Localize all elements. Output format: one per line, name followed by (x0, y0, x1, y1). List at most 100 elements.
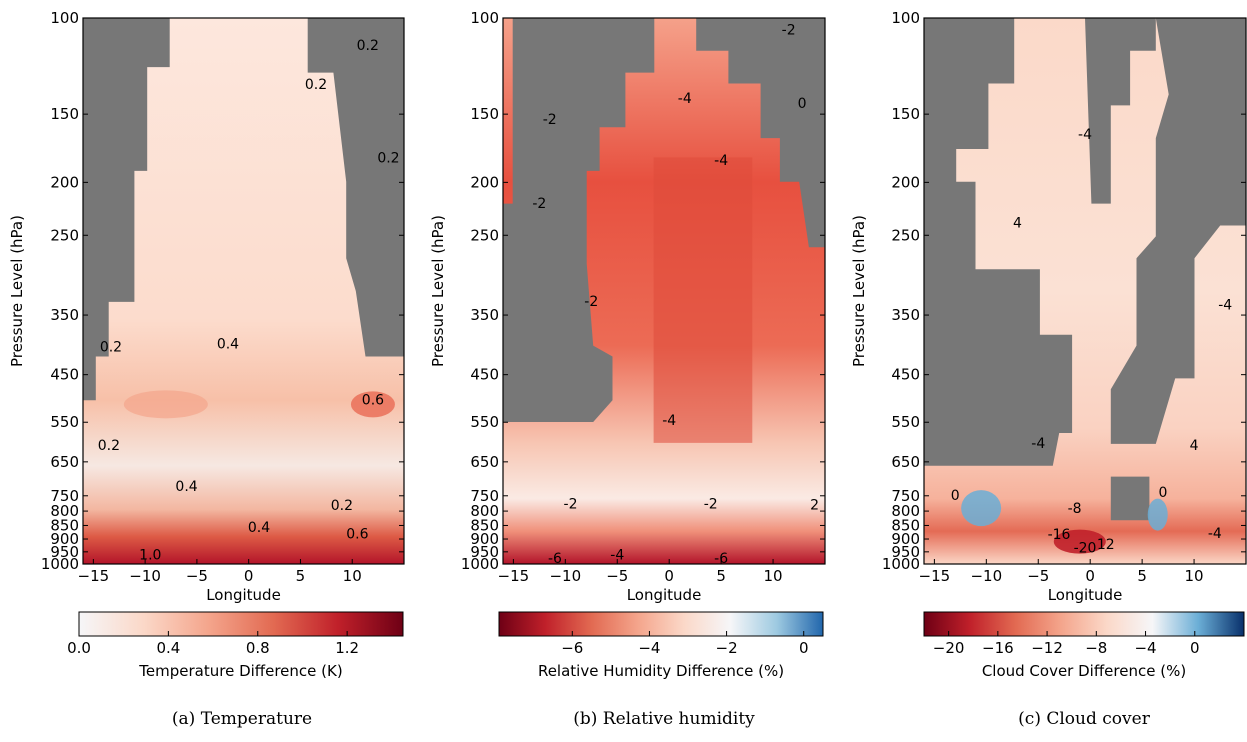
contour-label: -4 (610, 547, 624, 563)
y-tick-label: 100 (891, 9, 920, 27)
panel-caption: (a) Temperature (172, 709, 312, 729)
contour-label: 4 (1190, 438, 1199, 454)
contour-label: 2 (810, 497, 819, 513)
masked-region (503, 18, 655, 422)
masked-region (924, 18, 1073, 466)
contour-label: 1.0 (139, 547, 161, 563)
contour-label: -6 (548, 551, 562, 567)
contour-label: -2 (543, 112, 557, 128)
contour-label: 0.2 (331, 498, 353, 514)
colorbar-tick-label: −4 (638, 639, 660, 657)
plot-frame (502, 17, 826, 565)
contour-label: 0.2 (377, 150, 399, 166)
y-tick-label: 450 (891, 366, 920, 384)
colorbar-tick-label: −6 (561, 639, 583, 657)
contour-label: -2 (782, 23, 796, 39)
y-axis-label: Pressure Level (hPa) (429, 215, 447, 367)
colorbar (78, 611, 404, 637)
masked-region (1110, 476, 1150, 521)
contour-label: -2 (532, 196, 546, 212)
contour-label: -2 (584, 294, 598, 310)
colorbar-tick-label: −16 (982, 639, 1014, 657)
contour-label: -4 (714, 153, 728, 169)
x-axis-label: Longitude (206, 586, 281, 604)
y-tick-label: 100 (50, 9, 79, 27)
y-tick-label: 800 (470, 502, 499, 520)
contour-label: 0 (951, 488, 960, 504)
contour-label: 0.2 (305, 77, 327, 93)
y-tick-label: 200 (470, 173, 499, 191)
positive-anomaly-blob (961, 490, 1002, 527)
y-tick-label: 350 (50, 306, 79, 324)
contour-label: -4 (662, 413, 676, 429)
x-tick-label: −5 (1027, 567, 1049, 585)
y-tick-label: 450 (50, 366, 79, 384)
contour-label: -8 (1068, 501, 1082, 517)
y-tick-label: 800 (50, 502, 79, 520)
y-tick-label: 850 (50, 516, 79, 534)
contour-label: -16 (1048, 527, 1071, 543)
contour-label: 4 (1013, 216, 1022, 232)
y-tick-label: 1000 (41, 555, 79, 573)
colorbar (923, 611, 1245, 637)
plot-frame (923, 17, 1247, 565)
x-tick-label: −5 (606, 567, 628, 585)
x-tick-label: −5 (186, 567, 208, 585)
colorbar-tick-label: −2 (716, 639, 738, 657)
contour-label: -4 (1208, 526, 1222, 542)
x-tick-label: −10 (970, 567, 1002, 585)
y-tick-label: 200 (50, 173, 79, 191)
y-tick-label: 1000 (882, 555, 920, 573)
contour-label: 0.2 (100, 340, 122, 356)
y-tick-label: 900 (50, 530, 79, 548)
masked-region (1110, 18, 1246, 444)
y-tick-label: 950 (891, 543, 920, 561)
contour-label: 0 (1158, 485, 1167, 501)
colorbar (498, 611, 824, 637)
y-tick-label: 800 (891, 502, 920, 520)
y-tick-label: 550 (470, 413, 499, 431)
colorbar-label: Cloud Cover Difference (%) (982, 662, 1186, 680)
y-tick-label: 950 (50, 543, 79, 561)
colorbar-tick-label: 0.0 (67, 639, 91, 657)
x-tick-label: −15 (498, 567, 530, 585)
y-tick-label: 150 (50, 105, 79, 123)
panel-caption: (b) Relative humidity (573, 709, 755, 729)
contour-label: 0.4 (175, 479, 197, 495)
plot-frame (82, 17, 405, 565)
y-tick-label: 850 (470, 516, 499, 534)
colorbar-tick-label: 0.8 (246, 639, 270, 657)
contour-label: -4 (1031, 436, 1045, 452)
contour-label: 0.6 (362, 393, 384, 409)
colorbar-tick-label: 0.4 (156, 639, 180, 657)
contour-label: -6 (714, 551, 728, 567)
y-tick-label: 450 (470, 366, 499, 384)
masked-region (307, 18, 404, 357)
x-tick-label: 10 (764, 567, 783, 585)
y-tick-label: 900 (891, 530, 920, 548)
colorbar-tick-label: 0 (799, 639, 809, 657)
x-tick-label: −10 (129, 567, 161, 585)
x-tick-label: 0 (244, 567, 254, 585)
y-tick-label: 250 (470, 226, 499, 244)
y-tick-label: 850 (891, 516, 920, 534)
colorbar-label: Temperature Difference (K) (138, 662, 342, 680)
panel-caption: (c) Cloud cover (1018, 709, 1151, 729)
humidity-core (653, 157, 753, 443)
x-tick-label: 0 (1085, 567, 1095, 585)
colorbar-tick-label: 0 (1190, 639, 1200, 657)
y-tick-label: 650 (50, 453, 79, 471)
y-tick-label: 550 (50, 413, 79, 431)
y-tick-label: 250 (891, 226, 920, 244)
contour-label: 0.4 (248, 520, 270, 536)
masked-region (83, 18, 170, 401)
y-tick-label: 750 (50, 487, 79, 505)
y-tick-label: 1000 (461, 555, 499, 573)
masked-region (696, 18, 825, 248)
x-tick-label: −10 (549, 567, 581, 585)
contour-label: -4 (678, 91, 692, 107)
